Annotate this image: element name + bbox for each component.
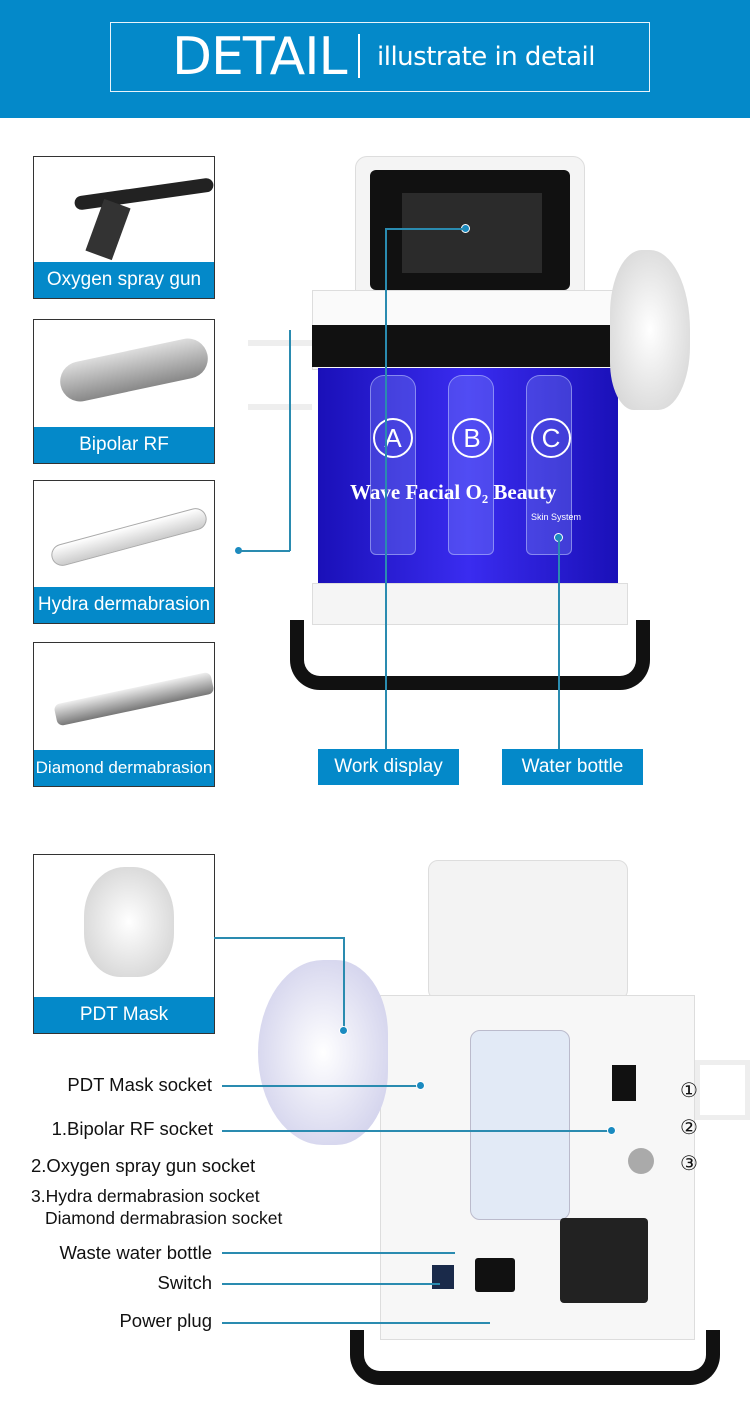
side-pdt-mask	[610, 250, 690, 410]
header-divider	[358, 34, 360, 78]
callout-power-plug: Power plug	[119, 1310, 212, 1331]
callout-switch: Switch	[157, 1272, 213, 1293]
back-handpiece-holder	[695, 1060, 750, 1120]
machine-base	[312, 583, 628, 625]
accessory-pdt-mask: PDT Mask	[33, 854, 215, 1034]
callout-line	[222, 1283, 440, 1285]
accessory-label: Hydra dermabrasion	[34, 587, 214, 623]
callout-pdt-mask-socket: PDT Mask socket	[67, 1074, 212, 1095]
header-subtitle: illustrate in detail	[377, 42, 596, 72]
accessory-diamond-dermabrasion: Diamond dermabrasion	[33, 642, 215, 787]
water-bottle-label: Water bottle	[502, 749, 643, 785]
callout-line	[238, 550, 290, 552]
accessory-label: Bipolar RF	[34, 427, 214, 463]
callout-line	[289, 330, 291, 551]
callout-line	[558, 537, 560, 749]
callout-line	[222, 1252, 455, 1254]
callout-line	[222, 1085, 420, 1087]
header-banner: DETAIL illustrate in detail	[0, 0, 750, 118]
bottle-label-a: A	[373, 418, 413, 458]
socket-1	[612, 1065, 636, 1101]
waste-water-bottle-filter	[470, 1030, 570, 1220]
callout-line	[222, 1322, 490, 1324]
callout-waste-water-bottle: Waste water bottle	[59, 1242, 212, 1263]
socket-3	[628, 1148, 654, 1174]
brand-subtext: Skin System	[531, 512, 582, 522]
diamond-handpiece-image	[53, 671, 214, 727]
callout-oxygen-socket: 2.Oxygen spray gun socket	[31, 1155, 256, 1176]
bottle-label-b: B	[452, 418, 492, 458]
accessory-label: Diamond dermabrasion	[34, 750, 214, 786]
back-pdt-mask	[258, 960, 388, 1145]
pdt-mask-marker	[339, 1026, 348, 1035]
callout-line	[214, 937, 344, 939]
handpiece-holder	[248, 340, 312, 410]
machine-stand	[290, 620, 650, 690]
callout-bipolar-rf-socket: 1.Bipolar RF socket	[51, 1118, 213, 1139]
cooling-fan	[560, 1218, 648, 1303]
socket-number-3: ③	[680, 1153, 698, 1175]
callout-hydra-socket: 3.Hydra dermabrasion socket	[31, 1186, 260, 1206]
work-display-label: Work display	[318, 749, 459, 785]
accessory-label: PDT Mask	[34, 997, 214, 1033]
accessory-label: Oxygen spray gun	[34, 262, 214, 298]
spray-gun-image	[73, 177, 214, 211]
machine-back-stand	[350, 1330, 720, 1385]
display-glass	[402, 193, 542, 273]
machine-back-head	[428, 860, 628, 1000]
bottle-c	[526, 375, 572, 555]
bottle-label-c: C	[531, 418, 571, 458]
bottle-a	[370, 375, 416, 555]
socket-number-1: ①	[680, 1080, 698, 1102]
accessory-hydra-dermabrasion: Hydra dermabrasion	[33, 480, 215, 624]
header-frame	[110, 22, 650, 92]
socket-number-2: ②	[680, 1117, 698, 1139]
callout-line	[222, 1130, 612, 1132]
machine-band	[312, 325, 628, 367]
pdt-socket-marker	[416, 1081, 425, 1090]
header-title: DETAIL	[172, 27, 348, 87]
bottle-b	[448, 375, 494, 555]
pdt-mask-image	[84, 867, 174, 977]
callout-line	[385, 228, 465, 230]
rf-socket-marker	[607, 1126, 616, 1135]
bipolar-rf-image	[56, 334, 212, 406]
hydra-handpiece-image	[48, 505, 210, 569]
accessory-bipolar-rf: Bipolar RF	[33, 319, 215, 464]
power-switch	[432, 1265, 454, 1289]
brand-text: Wave Facial O₂ Beauty	[350, 480, 557, 504]
callout-line	[385, 228, 387, 749]
accessory-oxygen-spray-gun: Oxygen spray gun	[33, 156, 215, 299]
callout-line	[343, 937, 345, 1030]
power-plug-socket	[475, 1258, 515, 1292]
callout-diamond-socket: Diamond dermabrasion socket	[45, 1208, 283, 1228]
